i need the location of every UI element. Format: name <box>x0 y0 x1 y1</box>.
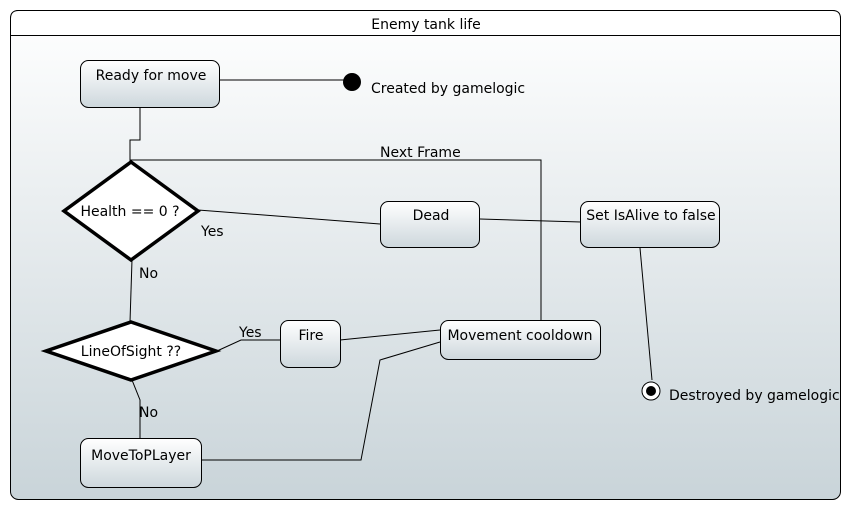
diagram-title: Enemy tank life <box>371 17 481 33</box>
edges <box>129 79 653 461</box>
edge-move-to-cooldown <box>202 341 441 461</box>
start-label: Created by gamelogic <box>371 81 525 97</box>
final-node <box>641 381 661 401</box>
node-movement-cooldown-label: Movement cooldown <box>447 328 592 344</box>
node-fire-label: Fire <box>299 328 324 344</box>
node-move-to-player-label: MoveToPLayer <box>91 448 191 464</box>
decision-health[interactable]: Health == 0 ? <box>61 159 201 263</box>
initial-node <box>343 73 361 91</box>
decision-line-of-sight[interactable]: LineOfSight ?? <box>40 320 222 382</box>
end-label: Destroyed by gamelogic <box>669 388 840 404</box>
edge-label-los-yes: Yes <box>238 325 262 341</box>
node-ready-for-move-label: Ready for move <box>96 68 207 84</box>
edge-health-to-dead <box>197 209 381 225</box>
edge-setalive-to-end <box>639 247 653 381</box>
node-set-is-alive[interactable]: Set IsAlive to false <box>580 201 720 248</box>
node-set-is-alive-label: Set IsAlive to false <box>586 208 715 224</box>
edge-label-next-frame: Next Frame <box>380 145 461 161</box>
edge-label-los-no: No <box>139 405 158 421</box>
node-move-to-player[interactable]: MoveToPLayer <box>80 438 202 488</box>
node-movement-cooldown[interactable]: Movement cooldown <box>440 320 601 360</box>
node-ready-for-move[interactable]: Ready for move <box>80 60 220 108</box>
edge-fire-to-cooldown <box>339 329 441 341</box>
edge-dead-to-setalive <box>479 218 582 223</box>
edge-health-to-los <box>129 259 133 323</box>
edge-los-to-fire <box>216 339 280 352</box>
node-dead-label: Dead <box>413 208 450 224</box>
decision-line-of-sight-label: LineOfSight ?? <box>81 344 181 360</box>
node-fire[interactable]: Fire <box>280 320 341 368</box>
edge-los-to-move <box>131 379 141 438</box>
edge-label-health-yes: Yes <box>200 224 224 240</box>
diagram-frame: Enemy tank life <box>10 10 841 500</box>
edge-label-health-no: No <box>139 266 158 282</box>
edge-ready-to-health <box>129 108 141 162</box>
decision-health-label: Health == 0 ? <box>80 204 179 220</box>
node-dead[interactable]: Dead <box>380 201 480 248</box>
